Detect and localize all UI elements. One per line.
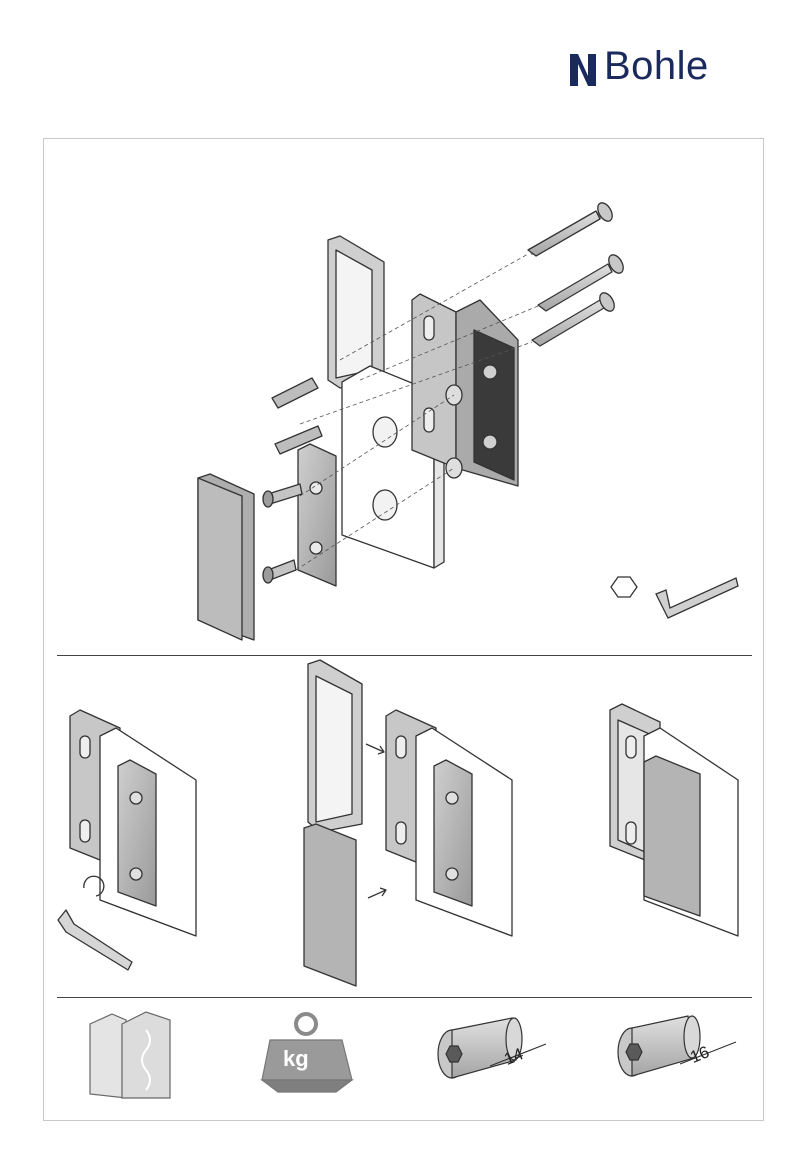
step-finished <box>610 704 738 936</box>
step-tighten <box>58 710 196 970</box>
weight-unit-label: kg <box>283 1046 309 1071</box>
cover-cap-upper <box>328 236 384 388</box>
wood-screw-3 <box>532 290 617 346</box>
cover-cap-lower <box>198 474 254 640</box>
countersunk-screw-1 <box>263 484 302 507</box>
hex-key-symbol-icon <box>611 577 637 597</box>
allen-key-icon <box>656 578 738 618</box>
screw-length-16-icon: 16 <box>618 1016 736 1076</box>
countersunk-screw-2 <box>263 560 296 583</box>
wood-screw-1 <box>528 200 615 256</box>
step-fit-caps <box>304 660 512 986</box>
glass-panels-icon <box>90 1012 170 1098</box>
hinge-body <box>412 294 518 486</box>
arrow-cap-upper <box>366 744 384 754</box>
screw-length-14-icon: 14 <box>438 1018 546 1078</box>
arrow-cap-lower <box>368 888 386 898</box>
weight-kg-icon: kg <box>262 1014 352 1092</box>
wall-dowel <box>272 378 318 408</box>
exploded-view <box>198 200 626 640</box>
allen-key-in-use <box>58 910 132 970</box>
